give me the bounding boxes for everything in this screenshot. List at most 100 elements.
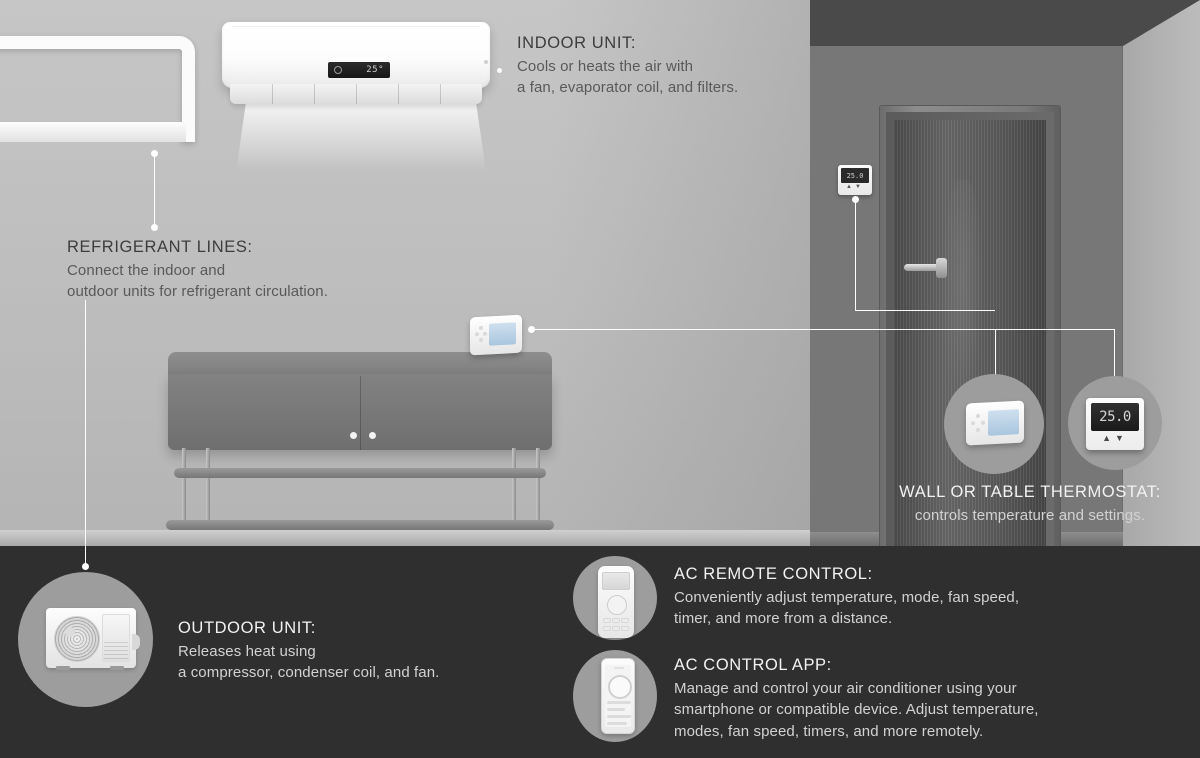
leader-line-refrigerant — [154, 155, 155, 227]
callout-thermostat-line-1: controls temperature and settings. — [914, 507, 1146, 524]
cabinet-door-seam — [360, 376, 361, 450]
condenser-fins — [104, 642, 128, 660]
wall-corner-line — [1122, 46, 1123, 546]
ac-remote-graphic — [598, 566, 634, 638]
callout-indoor-unit-line-1: Cools or heats the air with — [517, 58, 694, 75]
leader-line-thermostat-to-table-circle — [995, 329, 996, 379]
remote-button-3[interactable] — [621, 618, 629, 623]
leader-dot-table-thermostat — [528, 326, 535, 333]
callout-app-line-1: Manage and control your air conditioner … — [674, 680, 1017, 697]
outdoor-unit-pipe — [132, 634, 140, 650]
cabinet-leg-2 — [206, 448, 210, 544]
callout-outdoor-unit: OUTDOOR UNIT: Releases heat using a comp… — [178, 619, 558, 684]
callout-app-line-2: smartphone or compatible device. Adjust … — [674, 701, 1039, 719]
callout-app-line-3: modes, fan speed, timers, and more remot… — [674, 722, 984, 740]
leader-dot-outdoor-unit — [82, 563, 89, 570]
wall-thermostat-lcd: 25.0 — [841, 168, 869, 183]
table-thermostat-buttons[interactable] — [475, 325, 487, 343]
callout-remote-title: AC REMOTE CONTROL: — [674, 565, 873, 583]
table-thermostat-zoom-graphic — [966, 400, 1024, 446]
cabinet-shelf-lower — [166, 520, 554, 530]
cabinet-leg-3 — [512, 448, 516, 524]
callout-thermostat: WALL OR TABLE THERMOSTAT: controls tempe… — [880, 483, 1180, 526]
leader-line-outdoor-unit — [85, 300, 86, 566]
outdoor-unit-foot-right — [110, 666, 124, 670]
callout-refrigerant-line-2: outdoor units for refrigerant circulatio… — [67, 283, 328, 301]
remote-lcd-screen — [602, 572, 630, 590]
callout-circle-outdoor-unit — [18, 572, 153, 707]
app-temperature-dial[interactable] — [608, 675, 632, 699]
remote-button-2[interactable] — [612, 618, 620, 623]
refrigerant-pipe-horizontal — [0, 122, 186, 142]
callout-outdoor-unit-line-1: Releases heat using — [178, 643, 316, 660]
callout-refrigerant-title: REFRIGERANT LINES: — [67, 238, 253, 256]
cabinet-leg-1 — [182, 448, 186, 524]
cabinet-knob-left — [350, 432, 357, 439]
cabinet-doors — [168, 374, 552, 450]
outdoor-unit-graphic — [46, 608, 136, 670]
indoor-ac-unit: 25° — [222, 22, 490, 172]
leader-dot-refrigerant-top — [151, 150, 158, 157]
callout-indoor-unit-line-2: a fan, evaporator coil, and filters. — [517, 79, 739, 97]
remote-button-5[interactable] — [612, 626, 620, 631]
callout-circle-wall-thermostat: 25.0 ▲▼ — [1068, 376, 1162, 470]
leader-line-thermostat-to-wall-circle — [1114, 329, 1115, 389]
outdoor-unit-foot-left — [56, 666, 70, 670]
indoor-unit-louvers — [230, 84, 482, 104]
indoor-unit-body — [222, 22, 490, 88]
indoor-unit-led-display: 25° — [328, 62, 390, 78]
door-handle[interactable] — [904, 264, 946, 271]
table-thermostat-zoom-buttons[interactable] — [971, 413, 985, 433]
callout-indoor-unit: INDOOR UNIT: Cools or heats the air with… — [517, 34, 817, 99]
remote-button-1[interactable] — [603, 618, 611, 623]
smartphone-app-graphic — [601, 658, 635, 734]
table-thermostat-device[interactable] — [470, 314, 522, 356]
wall-thermostat-zoom-graphic: 25.0 ▲▼ — [1086, 398, 1144, 450]
wall-shading — [550, 0, 810, 546]
cabinet-top — [168, 352, 552, 376]
room-left-wall: 25° — [0, 0, 810, 546]
indoor-unit-temperature: 25° — [366, 65, 384, 75]
leader-line-thermostat-horizontal — [535, 329, 1115, 330]
remote-button-4[interactable] — [603, 626, 611, 631]
condenser-fan-icon — [54, 616, 100, 662]
app-slider-4[interactable] — [607, 722, 627, 725]
callout-app-title: AC CONTROL APP: — [674, 656, 832, 674]
wall-thermostat-zoom-lcd: 25.0 — [1091, 403, 1139, 431]
indoor-unit-seam — [232, 26, 480, 27]
app-slider-1[interactable] — [607, 701, 631, 704]
callout-circle-app — [573, 650, 657, 742]
console-cabinet — [160, 352, 560, 546]
callout-remote-line-2: timer, and more from a distance. — [674, 610, 893, 628]
callout-circle-remote — [573, 556, 657, 640]
callout-refrigerant-lines: REFRIGERANT LINES: Connect the indoor an… — [67, 238, 467, 303]
cabinet-leg-4 — [536, 448, 540, 544]
app-slider-3[interactable] — [607, 715, 631, 718]
refrigerant-pipe — [0, 36, 195, 142]
wall-thermostat-zoom-arrows[interactable]: ▲▼ — [1102, 433, 1128, 443]
wall-thermostat-device[interactable]: 25.0 ▲▼ — [838, 165, 872, 195]
door-frame — [880, 106, 1060, 546]
leader-dot-indoor-unit — [497, 68, 502, 73]
remote-button-6[interactable] — [621, 626, 629, 631]
callout-control-app: AC CONTROL APP: Manage and control your … — [674, 656, 1164, 742]
callout-remote-line-1: Conveniently adjust temperature, mode, f… — [674, 589, 1020, 606]
wall-thermostat-arrow-buttons[interactable]: ▲▼ — [846, 184, 864, 190]
leader-line-wall-thermostat-bend — [855, 310, 995, 311]
power-indicator-icon — [334, 66, 342, 74]
callout-thermostat-title: WALL OR TABLE THERMOSTAT: — [899, 483, 1161, 501]
fan-hub — [65, 627, 75, 637]
cabinet-shelf-upper — [174, 468, 546, 478]
outdoor-unit-panel — [102, 614, 130, 662]
leader-dot-wall-thermostat — [852, 196, 859, 203]
remote-directional-pad[interactable] — [607, 595, 627, 615]
callout-refrigerant-line-1: Connect the indoor and — [67, 262, 226, 279]
table-thermostat-lcd — [489, 322, 516, 346]
app-slider-2[interactable] — [607, 708, 625, 711]
door-handle-base — [936, 258, 947, 278]
callout-circle-table-thermostat — [944, 374, 1044, 474]
phone-speaker — [614, 667, 624, 669]
callout-outdoor-unit-title: OUTDOOR UNIT: — [178, 619, 316, 637]
cabinet-knob-right — [369, 432, 376, 439]
callout-remote-control: AC REMOTE CONTROL: Conveniently adjust t… — [674, 565, 1144, 630]
